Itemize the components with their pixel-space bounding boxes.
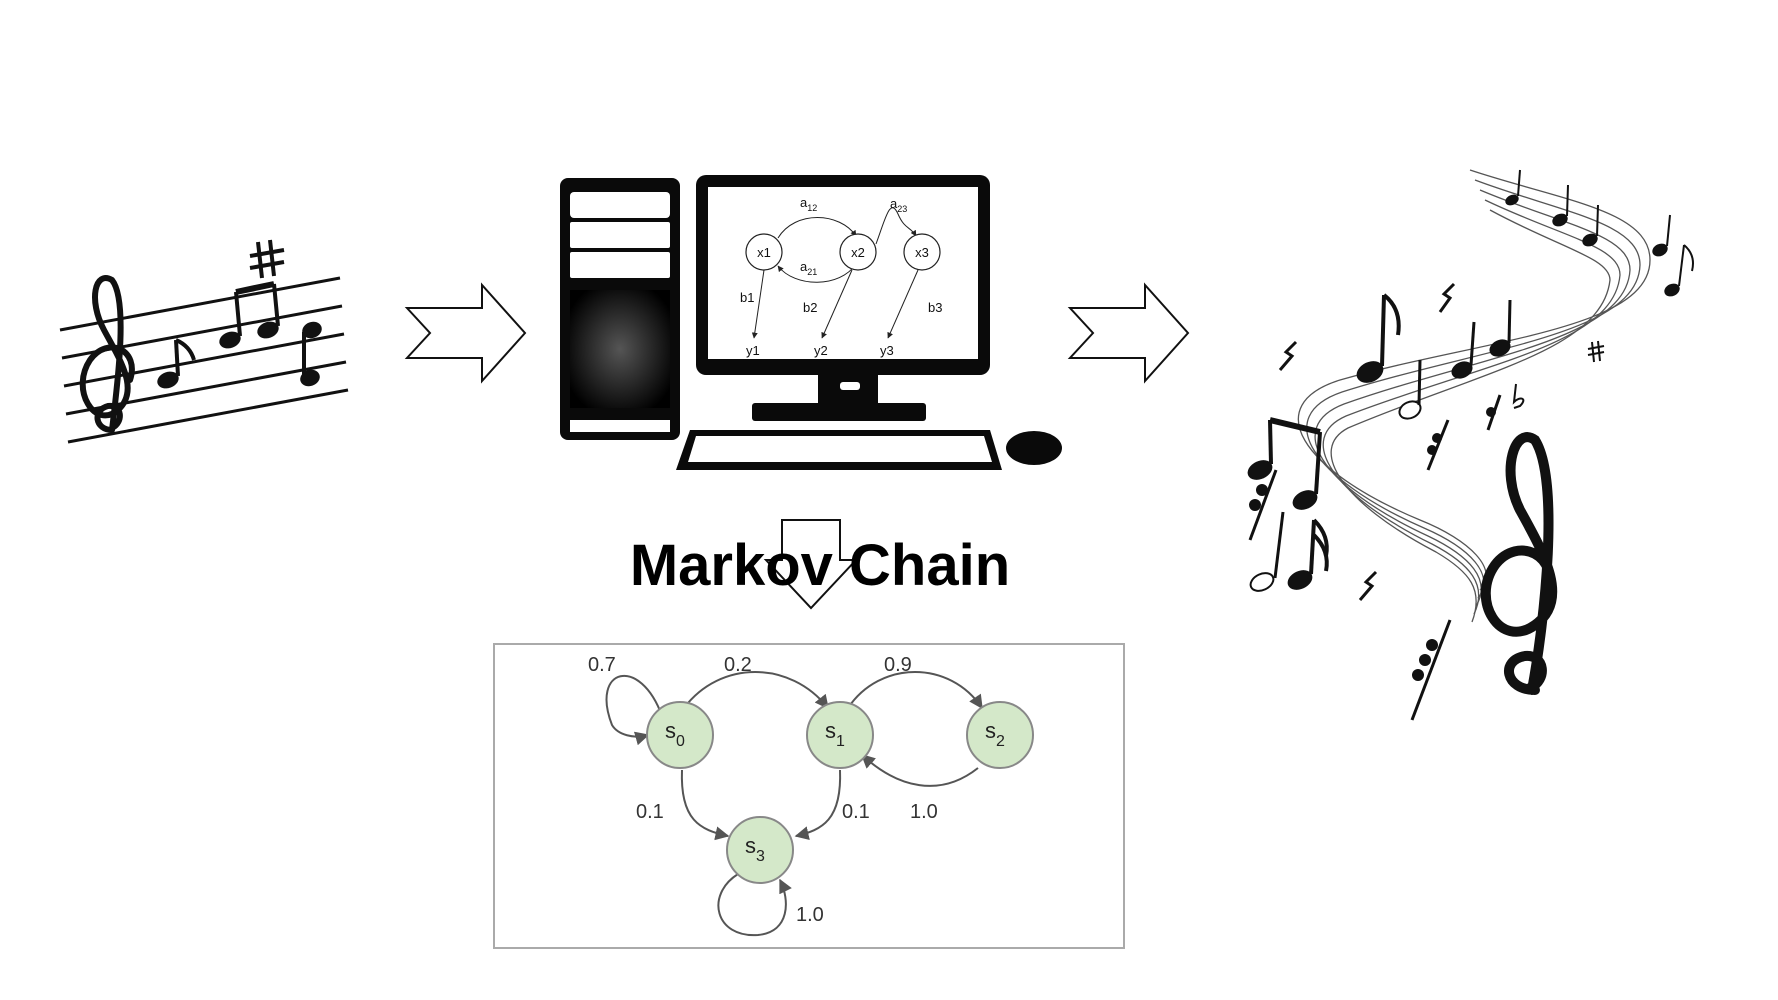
hmm-obs-y2: y2 [814, 343, 828, 358]
mc-label-s1-s3: 0.1 [842, 801, 870, 823]
hmm-node-x3-label: x3 [915, 245, 929, 260]
hmm-label-b2: b2 [803, 300, 817, 315]
hmm-label-a23: a23 [890, 196, 907, 214]
mc-edge-s0-s0 [605, 674, 663, 746]
hmm-edge-b1 [751, 269, 765, 339]
hmm-label-b1: b1 [740, 290, 754, 305]
hmm-edge-a21 [777, 263, 857, 283]
hmm-obs-y1: y1 [746, 343, 760, 358]
flow-arrow-right-1 [404, 282, 527, 384]
hmm-edge-a12 [777, 217, 857, 239]
hmm-node-x1 [745, 233, 783, 271]
mc-node-s0 [646, 701, 714, 769]
hmm-label-b3: b3 [928, 300, 942, 315]
sheet-music-icon [59, 239, 349, 444]
mc-node-s0-label: s0 [665, 718, 685, 750]
mc-label-s0-s1: 0.2 [724, 654, 752, 676]
hmm-node-x3 [903, 233, 941, 271]
hmm-edge-a23 [875, 207, 917, 245]
flow-arrow-down [763, 519, 859, 610]
mc-label-s0-s3: 0.1 [636, 801, 664, 823]
hmm-diagram: x1 x2 x3 a12 a21 a23 b1 b2 b3 y1 y2 y3 [740, 195, 942, 358]
hmm-node-x1-label: x1 [757, 245, 771, 260]
markov-chain-diagram: s0 s1 s2 s3 0.7 0.2 0.9 0.1 0.1 1.0 1.0 [493, 643, 1125, 949]
mc-label-s3-s3: 1.0 [796, 904, 824, 926]
mc-label-s0-s0: 0.7 [588, 654, 616, 676]
mc-edge-s0-s1 [683, 671, 829, 710]
computer-icon [560, 175, 1062, 470]
mc-node-s1 [806, 701, 874, 769]
mc-node-s2-label: s2 [985, 718, 1005, 750]
mc-node-s2 [966, 701, 1034, 769]
hmm-edge-b3 [887, 269, 919, 339]
mc-edge-s1-s3 [794, 769, 842, 840]
mc-node-s1-label: s1 [825, 718, 845, 750]
hmm-label-a21: a21 [800, 259, 817, 277]
mc-edge-s2-s1 [860, 754, 979, 787]
flowing-notes-icon [1247, 169, 1694, 721]
hmm-node-x2-label: x2 [851, 245, 865, 260]
hmm-label-a12: a12 [800, 195, 817, 213]
markov-chain-title: Markov Chain [630, 533, 1010, 598]
mc-label-s1-s2: 0.9 [884, 654, 912, 676]
mc-edge-s0-s3 [680, 769, 730, 841]
mc-edge-s3-s3 [717, 873, 792, 937]
markov-chain-frame [493, 643, 1125, 949]
mc-node-s3-label: s3 [745, 833, 765, 865]
hmm-obs-y3: y3 [880, 343, 894, 358]
mc-node-s3 [726, 816, 794, 884]
hmm-edge-b2 [821, 269, 853, 339]
flow-arrow-right-2 [1067, 282, 1190, 384]
mc-label-s2-s1: 1.0 [910, 801, 938, 823]
hmm-node-x2 [839, 233, 877, 271]
mc-edge-s1-s2 [847, 671, 983, 710]
